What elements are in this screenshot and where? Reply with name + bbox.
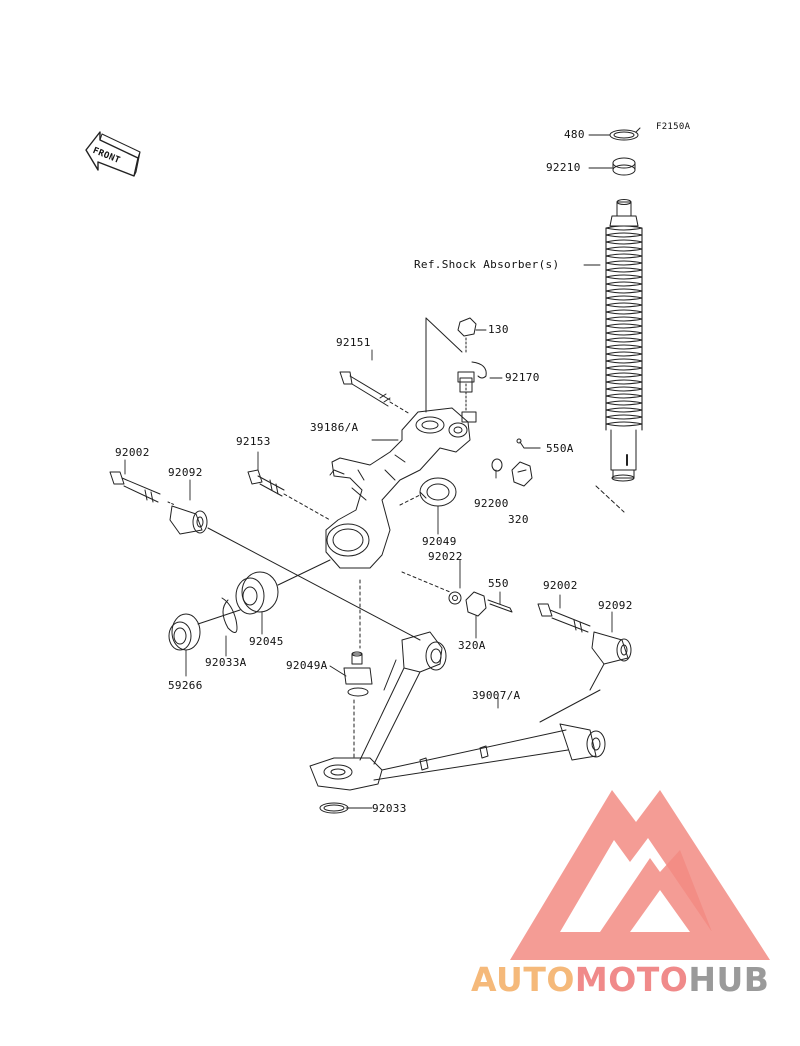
ball-joint-59266: [343, 579, 373, 761]
callout-92002-left: 92002: [115, 446, 150, 459]
watermark-text: AUTOMOTOHUB: [471, 962, 769, 998]
callout-59266: 92049A: [286, 659, 328, 672]
callout-92200: 92200: [474, 497, 509, 510]
bolt-92153: [247, 469, 331, 521]
callout-92092-left: 92092: [168, 466, 203, 479]
seal-92049a: [168, 609, 241, 651]
callout-39186a: 39186/A: [310, 421, 359, 434]
callout-92033: 92033: [372, 802, 407, 815]
bearing-92049: [399, 477, 457, 507]
a-arm-39007a: [309, 631, 606, 791]
watermark-part-hub: HUB: [688, 960, 770, 999]
callout-39007a: 39007/A: [472, 689, 521, 702]
bolt-92002-right: [537, 603, 591, 633]
shock-absorber: [595, 127, 643, 513]
steering-knuckle: [325, 317, 477, 569]
callout-550: 550: [488, 577, 509, 590]
bushing-92092-right: [589, 631, 632, 691]
nut-and-clip: [457, 317, 487, 413]
callout-92049: 92049: [422, 535, 457, 548]
watermark-logo-icon: [510, 790, 770, 960]
circlip-92033: [319, 802, 349, 814]
callout-92033a: 92033A: [205, 656, 247, 669]
watermark-part-moto: MOTO: [574, 960, 689, 999]
callout-480: 480: [564, 128, 585, 141]
callout-92002-right: 92002: [543, 579, 578, 592]
ref-shock-absorber-label: Ref.Shock Absorber(s): [414, 258, 560, 271]
callout-550a: 550A: [546, 442, 574, 455]
watermark-part-auto: AUTO: [471, 960, 575, 999]
circlip-92033a: [221, 597, 238, 633]
bolt-92002-left: [109, 471, 176, 506]
bolt-92151: [339, 371, 411, 415]
callout-92170: 92170: [505, 371, 540, 384]
callout-320a: 320A: [458, 639, 486, 652]
callout-320: 320: [508, 513, 529, 526]
bearing-92045: [235, 559, 331, 615]
callout-92210: 92210: [546, 161, 581, 174]
callout-92153: 92153: [236, 435, 271, 448]
callout-92049a: 59266: [168, 679, 203, 692]
callout-92151: 92151: [336, 336, 371, 349]
callout-92092-right: 92092: [598, 599, 633, 612]
diagram-code: F2150A: [656, 122, 691, 132]
callout-130: 130: [488, 323, 509, 336]
bushing-92092-left: [169, 505, 421, 641]
castle-nuts: [401, 438, 541, 617]
front-arrow-icon: [85, 131, 141, 177]
callout-92022: 92022: [428, 550, 463, 563]
callout-92045: 92045: [249, 635, 284, 648]
